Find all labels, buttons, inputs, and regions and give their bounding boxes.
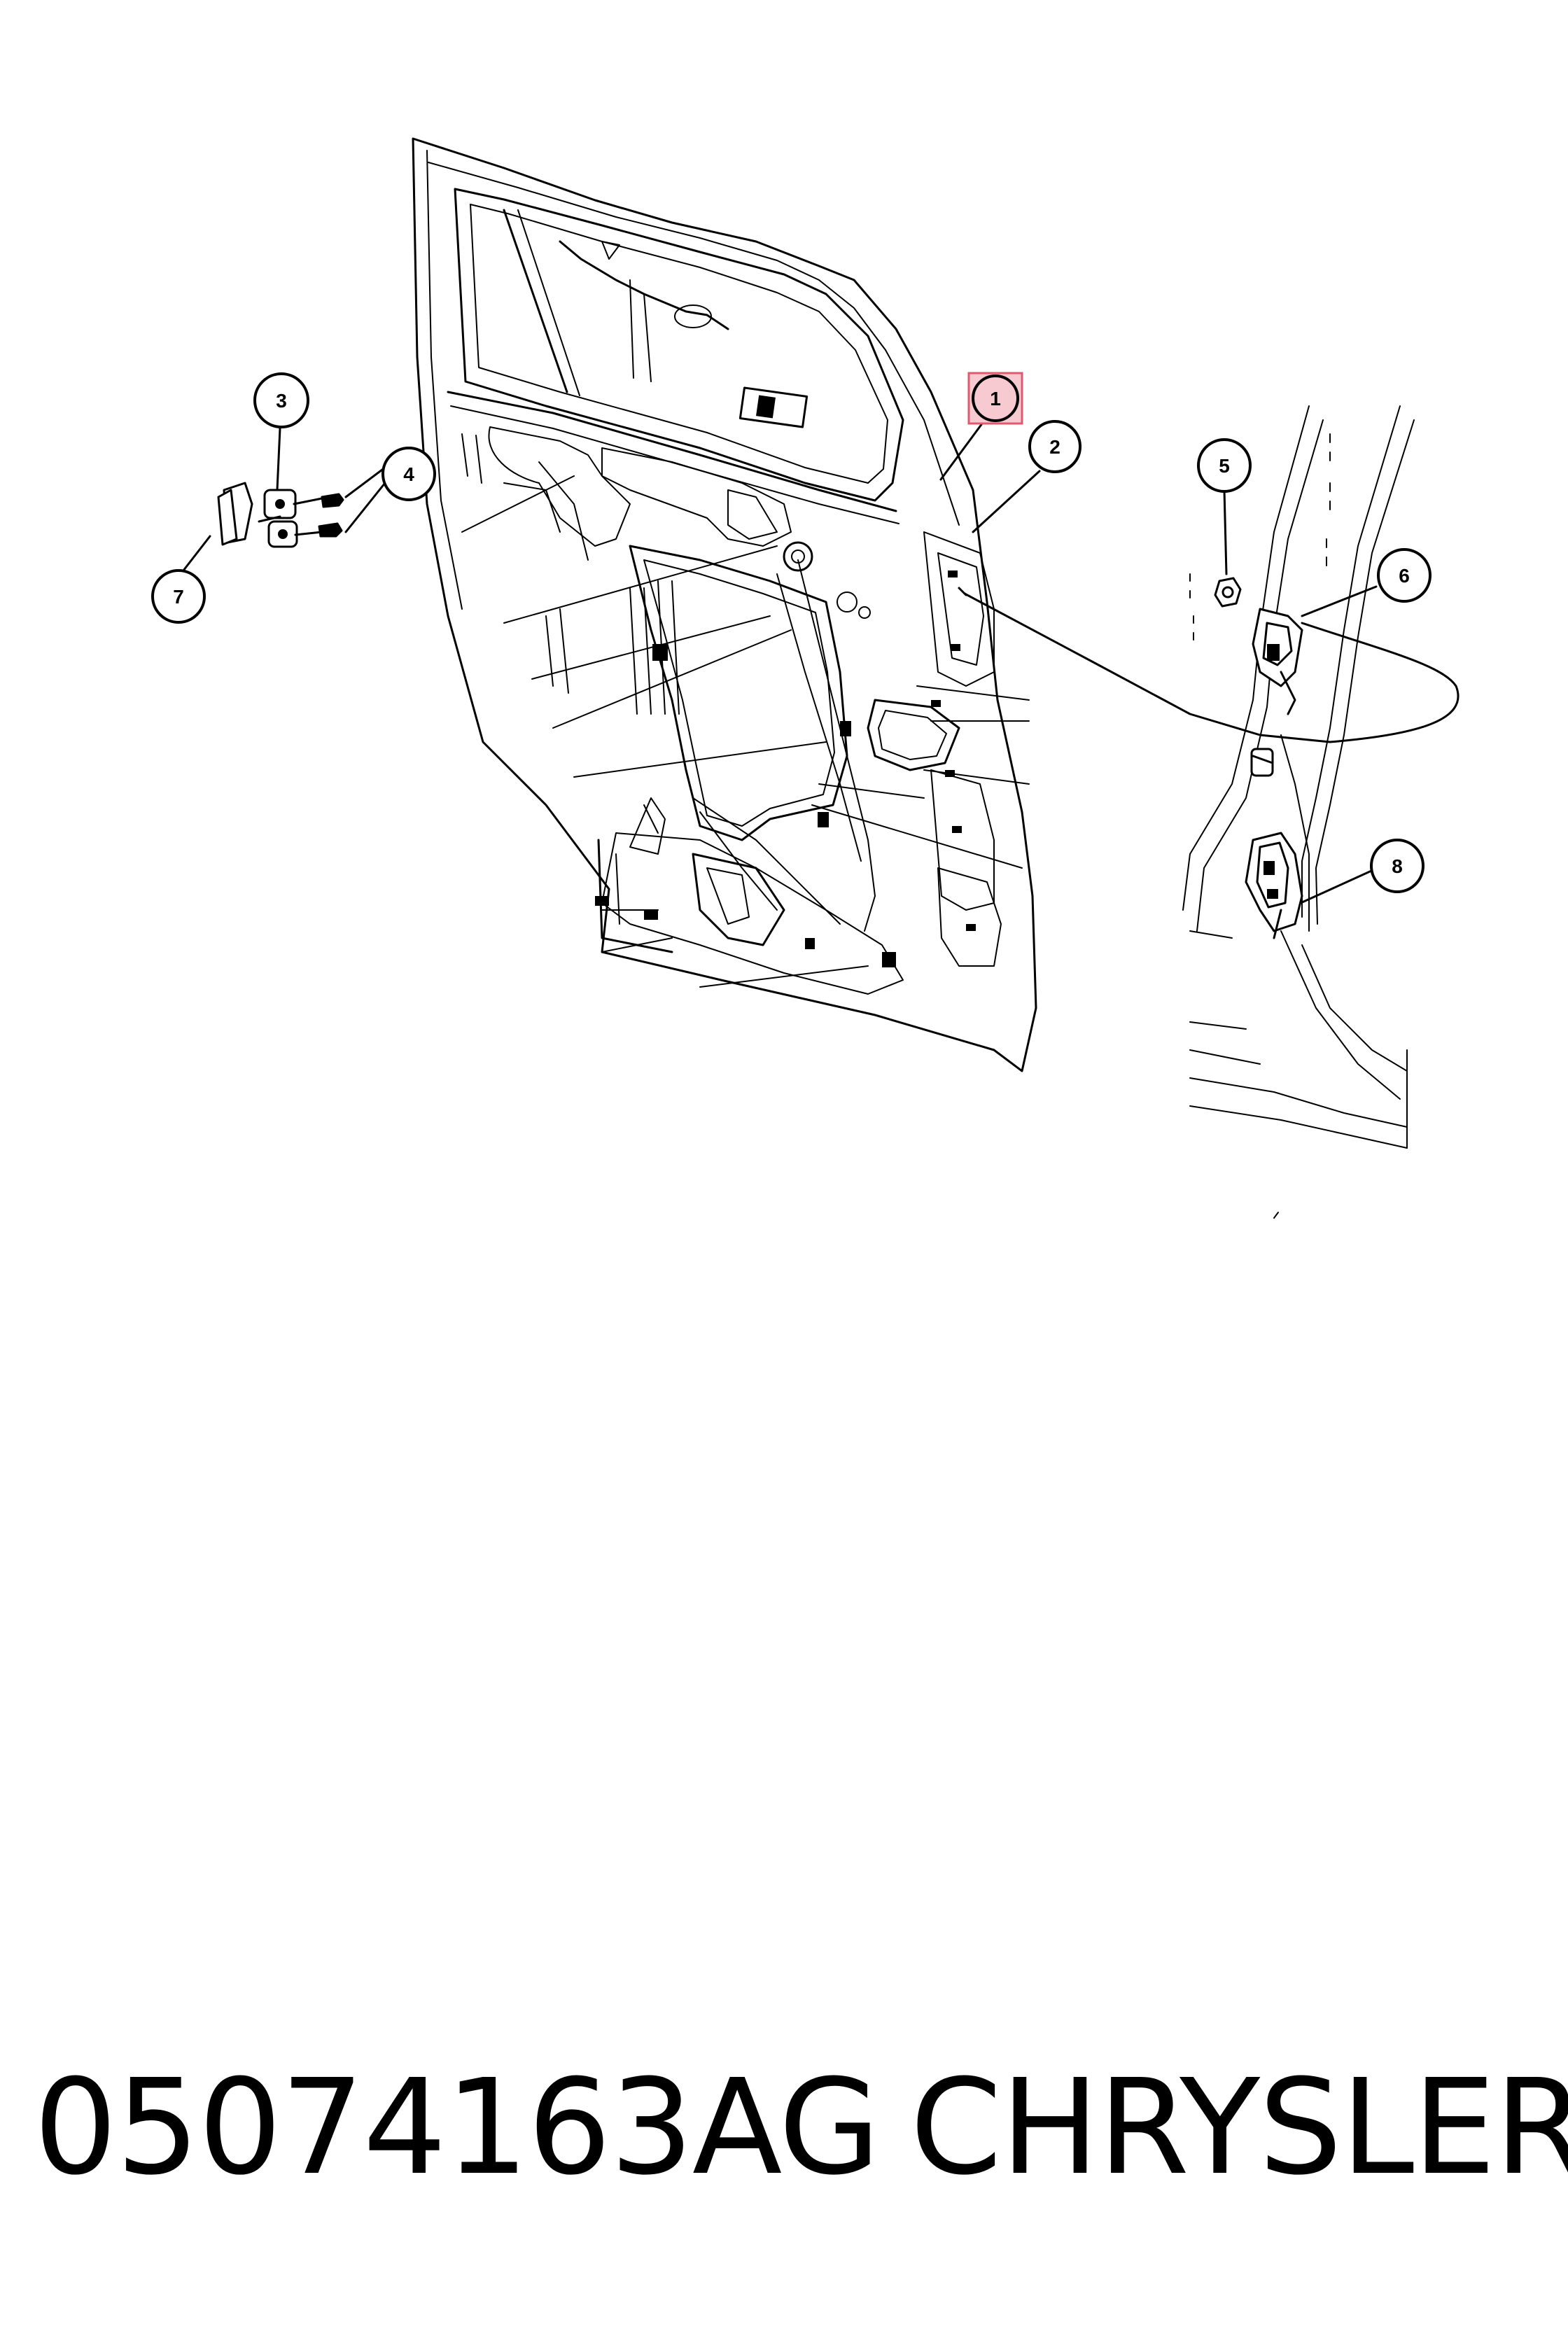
part-number: 05074163AG: [34, 2051, 881, 2204]
striker-assembly: [1214, 577, 1303, 777]
callout-5: 5: [1197, 438, 1252, 493]
callout-1-label: 1: [990, 388, 1001, 410]
latch-assembly: [1245, 832, 1303, 939]
callout-1: 1: [967, 372, 1023, 425]
callout-8: 8: [1370, 839, 1424, 893]
brand-name: CHRYSLER: [910, 2051, 1568, 2204]
door-hatch-lines: [461, 475, 1030, 988]
leader-lines: [177, 416, 1379, 904]
callout-5-label: 5: [1219, 455, 1230, 477]
callout-6-label: 6: [1399, 565, 1410, 587]
door-exploded-diagram: 1 2 3 4 5 6 7 8: [151, 137, 1460, 1219]
callout-1-highlight: [967, 372, 1023, 425]
callout-7: 7: [151, 569, 206, 624]
callout-4: 4: [382, 447, 436, 501]
body-pillar: [1182, 405, 1415, 1219]
callout-2-label: 2: [1049, 436, 1060, 458]
callout-4-label: 4: [403, 463, 414, 485]
callout-7-label: 7: [173, 586, 184, 608]
wiring-harness: [963, 592, 1460, 743]
callout-3-label: 3: [276, 390, 287, 412]
callout-2: 2: [1028, 420, 1082, 473]
door-shell: [412, 137, 1037, 1072]
diagram-svg: 1 2 3 4 5 6 7 8: [151, 137, 1460, 1219]
callout-6: 6: [1377, 548, 1432, 603]
callout-8-label: 8: [1392, 855, 1403, 877]
footer-caption: 05074163AG CHRYSLER: [0, 2044, 1568, 2226]
callout-3: 3: [253, 372, 309, 428]
hinge-assembly: [217, 482, 344, 548]
